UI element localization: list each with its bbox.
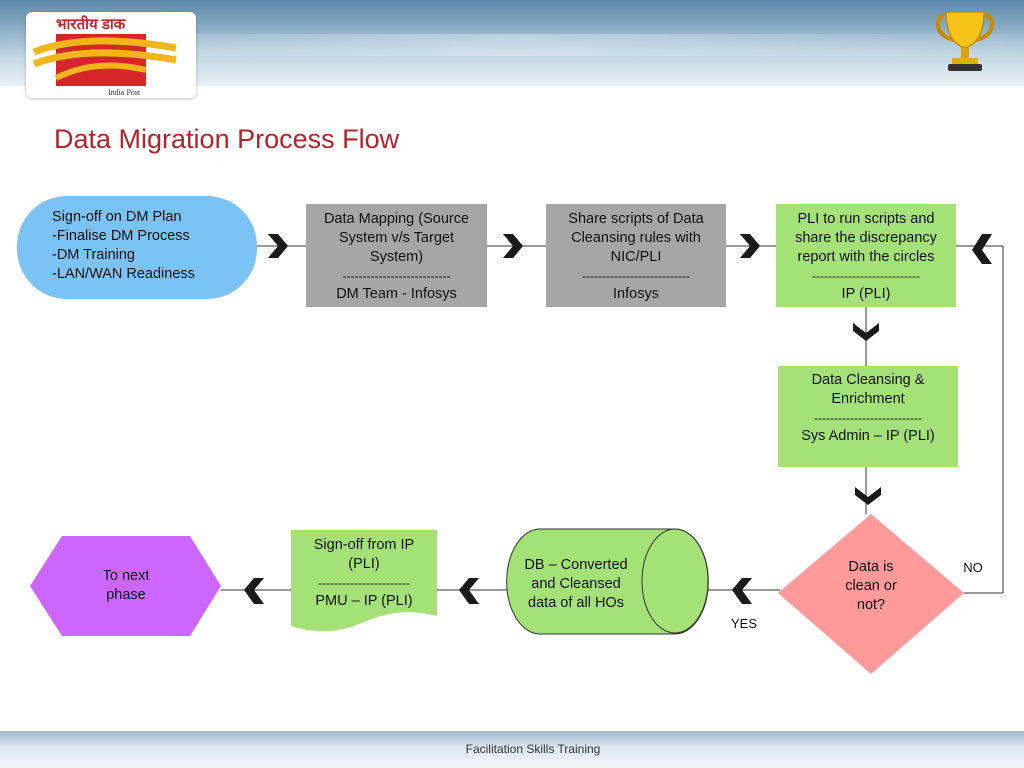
trophy-icon: [935, 11, 995, 71]
node-text: Data is: [848, 559, 894, 575]
db-cylinder-shape: [506, 528, 709, 635]
node-owner: Infosys: [613, 286, 659, 302]
decision-node: Data is clean or not?: [821, 558, 921, 615]
node-text: and Cleansed: [531, 576, 621, 592]
cleansing-shape: [778, 366, 958, 467]
footer-band: [0, 731, 1024, 768]
node-text: -DM Training: [52, 247, 135, 263]
node-text: data of all HOs: [528, 595, 624, 611]
chevron-left-icon: [732, 578, 752, 604]
node-separator: ---------------------------: [814, 411, 922, 425]
logo-english-text: India Post: [108, 88, 141, 97]
node-text: DB – Converted: [524, 557, 628, 573]
signoff-plan-node: Sign-off on DM Plan -Finalise DM Process…: [52, 208, 252, 284]
node-text: clean or: [845, 578, 897, 594]
signoff-ip-node: Sign-off from IP (PLI) -----------------…: [291, 536, 437, 611]
node-text: -Finalise DM Process: [52, 228, 190, 244]
page-title: Data Migration Process Flow: [54, 124, 400, 154]
pli-run-node: PLI to run scripts and share the discrep…: [776, 210, 956, 304]
data-mapping-shape: [306, 204, 487, 307]
chevron-left-icon: [459, 578, 479, 604]
node-text: Share scripts of Data: [568, 211, 704, 227]
footer-text: Facilitation Skills Training: [465, 742, 601, 756]
signoff-ip-shape: [291, 530, 437, 632]
node-separator: -----------------------: [318, 576, 410, 590]
next-phase-node: To next phase: [76, 567, 176, 605]
signoff-plan-shape: [17, 196, 257, 299]
node-text: report with the circles: [797, 249, 935, 265]
logo-hindi-text: भारतीय डाक: [56, 16, 126, 33]
node-text: System): [369, 249, 424, 265]
node-text: NIC/PLI: [610, 249, 662, 265]
india-post-logo: भारतीय डाक India Post: [26, 12, 196, 98]
node-text: PLI to run scripts and: [797, 211, 935, 227]
chevron-down-icon: [855, 487, 881, 505]
chevron-left-icon: [244, 578, 264, 604]
node-text: (PLI): [348, 556, 380, 572]
node-separator: ---------------------------: [812, 269, 920, 283]
pli-run-shape: [776, 204, 956, 307]
node-text: Data Cleansing &: [811, 372, 925, 388]
chevron-left-icon: [972, 234, 992, 264]
node-text: share the discrepancy: [795, 230, 937, 246]
node-text: phase: [106, 587, 146, 603]
flow-chevrons: [244, 234, 992, 604]
edge-label-yes: YES: [730, 616, 757, 631]
node-separator: ---------------------------: [342, 269, 451, 283]
node-text: Enrichment: [831, 391, 905, 407]
node-text: Sign-off on DM Plan: [52, 209, 182, 225]
node-owner: Sys Admin – IP (PLI): [801, 428, 935, 444]
node-separator: ---------------------------: [582, 269, 690, 283]
decision-diamond: [778, 514, 964, 674]
edge-label-no: NO: [963, 560, 983, 575]
next-phase-hexagon: [30, 536, 221, 636]
data-mapping-node: Data Mapping (Source System v/s Target S…: [306, 210, 487, 304]
chevron-right-icon: [740, 234, 760, 258]
share-scripts-node: Share scripts of Data Cleansing rules wi…: [546, 210, 726, 304]
node-text: Sign-off from IP: [313, 537, 415, 553]
node-text: -LAN/WAN Readiness: [52, 266, 195, 282]
share-scripts-shape: [546, 204, 726, 307]
node-owner: DM Team - Infosys: [336, 286, 457, 302]
chevron-right-icon: [268, 234, 288, 258]
db-converted-node: DB – Converted and Cleansed data of all …: [510, 556, 642, 613]
chevron-down-icon: [853, 323, 879, 341]
cleansing-node: Data Cleansing & Enrichment ------------…: [778, 371, 958, 446]
node-text: System v/s Target: [339, 230, 454, 246]
india-post-emblem-icon: [32, 34, 177, 86]
node-owner: IP (PLI): [841, 286, 891, 302]
node-text: Data Mapping (Source: [323, 211, 470, 227]
chevron-right-icon: [503, 234, 523, 258]
node-text: To next: [102, 568, 150, 584]
node-text: Cleansing rules with: [571, 230, 701, 246]
node-text: not?: [856, 597, 886, 613]
node-owner: PMU – IP (PLI): [315, 593, 413, 609]
